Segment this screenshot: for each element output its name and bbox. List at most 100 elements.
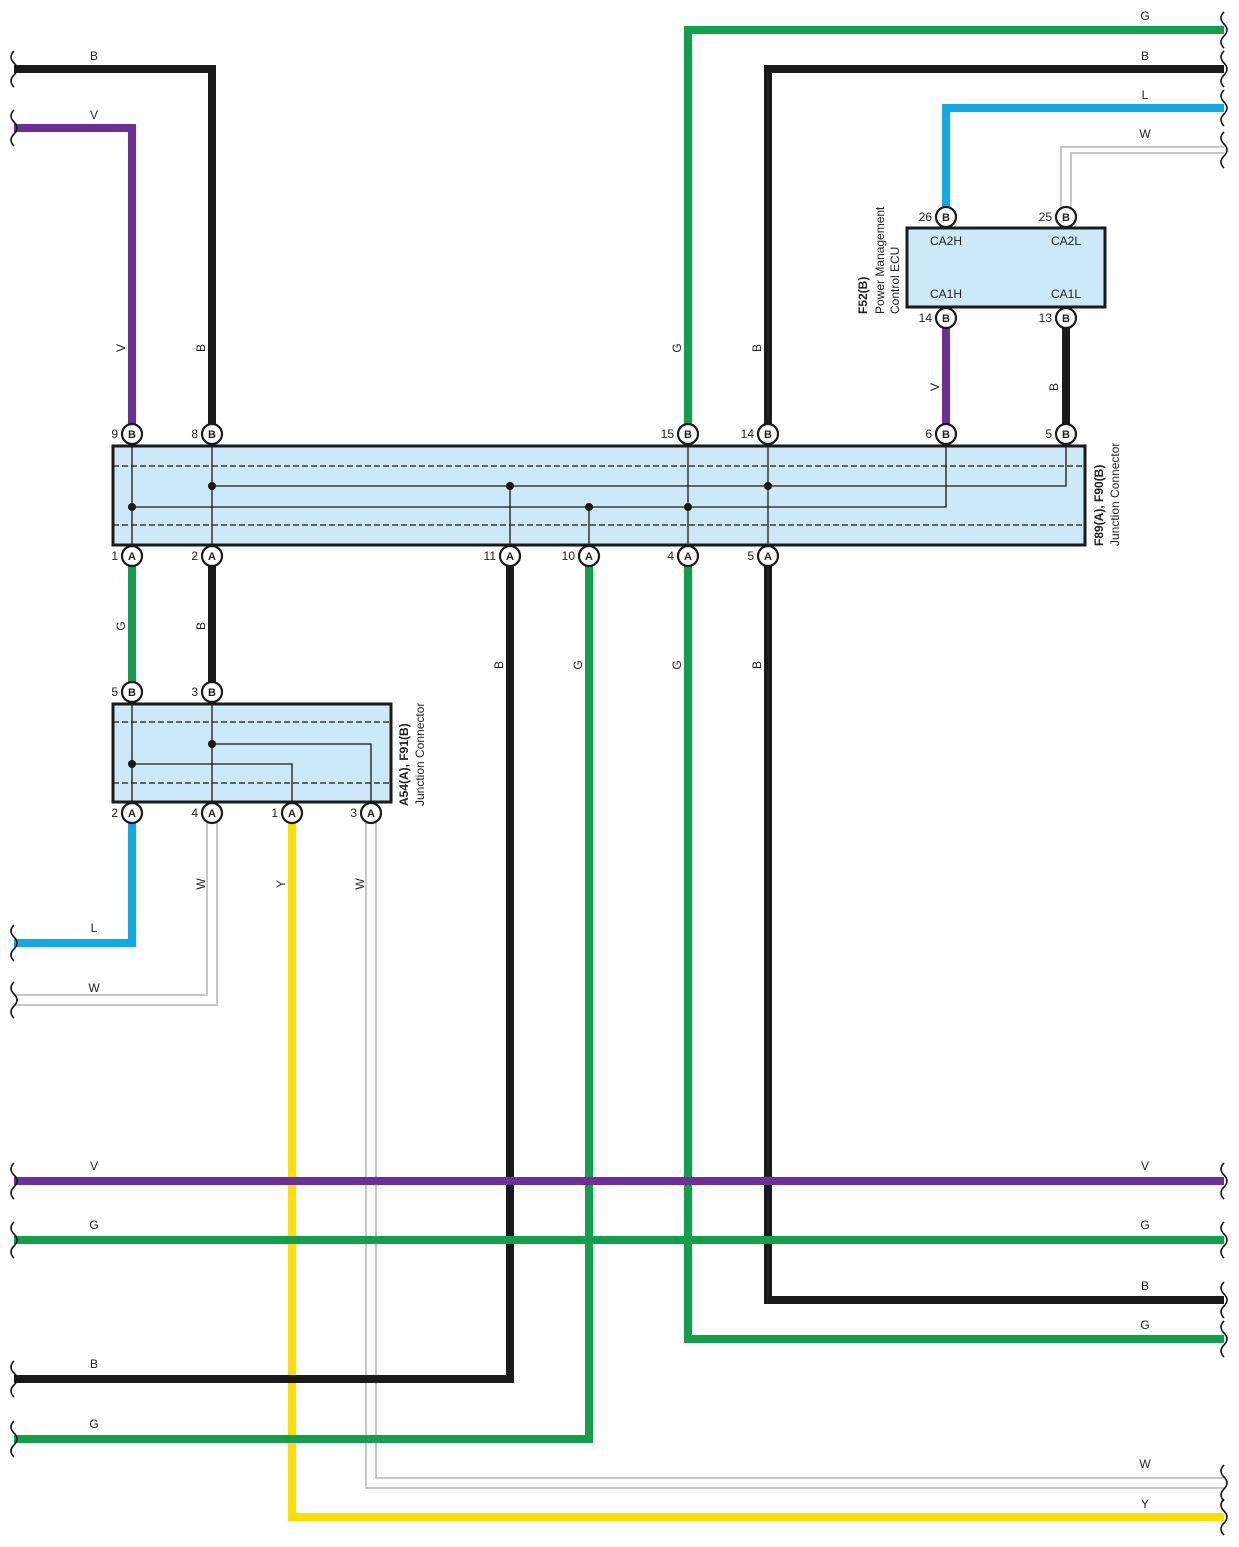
wire-color-label: V xyxy=(90,1159,98,1173)
pin-number: 3 xyxy=(191,685,198,699)
wire-break-right xyxy=(1220,1464,1228,1502)
main-junction-connector-box xyxy=(111,444,1087,547)
pin-letter: A xyxy=(764,551,772,563)
ecu-signal-name: CA2H xyxy=(930,234,962,248)
wire-break-right xyxy=(1220,1498,1228,1536)
pin-letter: A xyxy=(208,808,216,820)
pin-marker xyxy=(120,422,144,446)
internal-path-lower-2 xyxy=(211,703,372,803)
wire-color-label: G xyxy=(89,1417,98,1431)
pin-marker xyxy=(577,544,601,568)
ecu-connector-box xyxy=(905,226,1107,309)
wire-color-label: G xyxy=(1140,1218,1149,1232)
pin-marker xyxy=(1054,205,1078,229)
wire-break-marks-layer xyxy=(10,11,1228,1536)
wire-color-label: Y xyxy=(1141,1497,1149,1511)
ecu-signal-name: CA2L xyxy=(1051,234,1081,248)
pin-number: 10 xyxy=(562,549,576,563)
wire-g-16 xyxy=(684,566,1224,1343)
pin-marker xyxy=(280,801,304,825)
pin-letter: A xyxy=(585,551,593,563)
wire-break-right xyxy=(1220,50,1228,88)
wire-v-6 xyxy=(14,124,136,424)
pin-marker xyxy=(120,544,144,568)
junction-dot xyxy=(506,482,514,490)
pin-number: 4 xyxy=(667,549,674,563)
pin-letter: A xyxy=(208,551,216,563)
wire-break-right xyxy=(1220,131,1228,169)
wire-color-label: L xyxy=(1142,88,1149,102)
pin-number: 26 xyxy=(919,210,933,224)
wire-l-2 xyxy=(942,104,1224,208)
wire-y-12 xyxy=(288,823,1224,1521)
pin-marker xyxy=(200,801,224,825)
pin-letter: B xyxy=(128,687,136,699)
wire-color-label: L xyxy=(91,921,98,935)
pin-letter: A xyxy=(506,551,514,563)
pin-marker xyxy=(1054,422,1078,446)
pin-letter: B xyxy=(942,429,950,441)
wire-color-label: G xyxy=(114,621,128,630)
wire-color-label: W xyxy=(1139,1457,1151,1471)
pin-letter: B xyxy=(1062,313,1070,325)
junction-dot xyxy=(128,503,136,511)
wire-color-label: W xyxy=(88,981,100,995)
pin-number: 2 xyxy=(191,549,198,563)
junction-dot xyxy=(585,503,593,511)
junction-dot xyxy=(208,482,216,490)
pin-letter: B xyxy=(1062,429,1070,441)
pin-letter: B xyxy=(1062,212,1070,224)
wire-color-label: B xyxy=(194,344,208,352)
pin-number: 4 xyxy=(191,806,198,820)
lower-connector-id: A54(A), F91(B) xyxy=(397,723,411,806)
pin-number: 6 xyxy=(925,427,932,441)
wire-break-left xyxy=(10,50,18,88)
wire-color-label: G xyxy=(571,660,585,669)
pin-letter: B xyxy=(208,687,216,699)
pin-marker xyxy=(934,205,958,229)
wire-color-label: G xyxy=(670,660,684,669)
internal-links-layer xyxy=(128,445,1067,803)
wire-g-15 xyxy=(14,566,593,1443)
wire-color-label: V xyxy=(928,383,942,391)
wire-b-7 xyxy=(14,65,216,424)
wire-color-label: G xyxy=(1140,9,1149,23)
lower-connector-desc: Junction Connector xyxy=(413,703,427,806)
wire-color-label: B xyxy=(1141,1279,1149,1293)
wires-layer xyxy=(14,26,1224,1521)
wire-color-label: B xyxy=(1047,383,1061,391)
wire-color-label: G xyxy=(670,343,684,352)
wire-color-label: W xyxy=(353,878,367,890)
ecu-desc-line-1: Power Management xyxy=(873,206,887,314)
wire-color-label: B xyxy=(90,49,98,63)
wire-break-left xyxy=(10,1360,18,1398)
wire-break-right xyxy=(1220,1281,1228,1319)
pin-number: 15 xyxy=(661,427,675,441)
pin-number: 11 xyxy=(484,549,497,563)
pin-marker xyxy=(120,680,144,704)
pin-marker xyxy=(200,544,224,568)
wire-l-10 xyxy=(14,823,136,947)
wire-color-label: W xyxy=(194,878,208,890)
pin-letter: B xyxy=(764,429,772,441)
wire-color-label: B xyxy=(194,622,208,630)
wire-color-label: V xyxy=(114,344,128,352)
internal-path-g-branch xyxy=(588,445,689,546)
pin-marker xyxy=(934,422,958,446)
pin-marker xyxy=(676,422,700,446)
wire-break-right xyxy=(1220,11,1228,49)
wire-break-left xyxy=(10,981,18,1019)
pin-number: 3 xyxy=(350,806,357,820)
pin-marker xyxy=(1054,306,1078,330)
pin-marker xyxy=(498,544,522,568)
main-connector-desc: Junction Connector xyxy=(1108,443,1122,546)
wire-g-0 xyxy=(684,26,1224,434)
pin-number: 14 xyxy=(741,427,755,441)
junction-dot xyxy=(684,503,692,511)
junction-dot xyxy=(208,740,216,748)
wire-break-right xyxy=(1220,1162,1228,1200)
wire-color-label: B xyxy=(1141,49,1149,63)
wire-break-left xyxy=(10,1420,18,1458)
